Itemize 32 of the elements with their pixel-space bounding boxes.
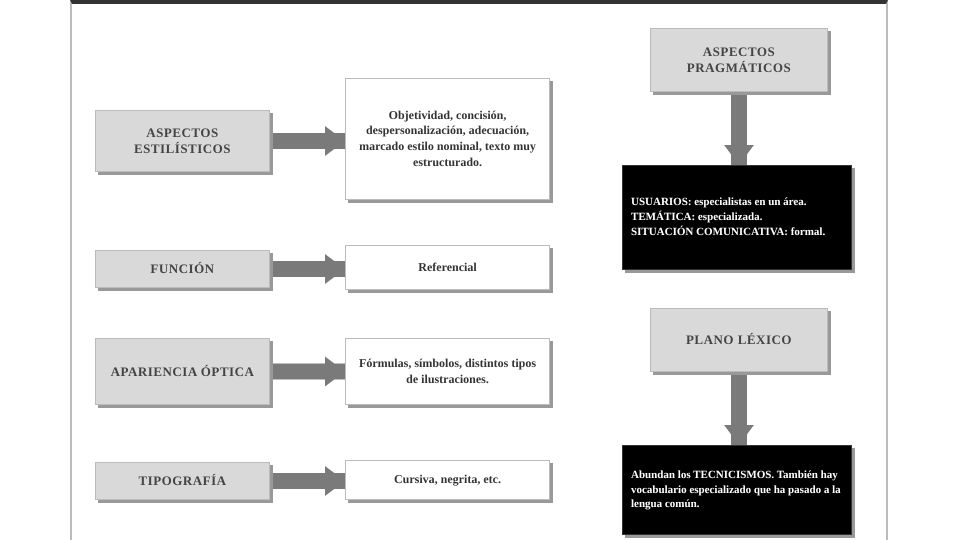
description-box — [345, 460, 550, 500]
detail-box — [622, 445, 852, 535]
category-box — [95, 250, 270, 288]
category-box — [650, 28, 828, 92]
node-text: TIPOGRAFÍA — [138, 473, 227, 489]
node-text: PLANO LÉXICO — [686, 332, 792, 348]
block-arrow — [724, 372, 754, 445]
node-text: Referencial — [418, 260, 477, 276]
node-text: TEMÁTICA: especializada. — [631, 210, 762, 225]
node-text: SITUACIÓN COMUNICATIVA: formal. — [631, 224, 826, 240]
node-text: Objetividad, concisión, despersonalización, adecuación, marcado estilo nominal, texto muy estructurado. — [358, 108, 537, 170]
description-box — [345, 78, 550, 200]
block-arrow — [270, 254, 345, 284]
node-text: ASPECTOS PRAGMÁTICOS — [686, 44, 792, 76]
description-box — [345, 245, 550, 290]
description-box — [345, 338, 550, 405]
block-arrow — [724, 92, 754, 165]
category-box — [95, 110, 270, 172]
category-box — [650, 308, 828, 372]
detail-box — [622, 165, 852, 270]
node-text: Abundan los TECNICISMOS. También hay vocabulario especializado que ha pasado a la lengua común. — [631, 468, 842, 512]
category-box — [95, 338, 270, 405]
block-arrow — [270, 466, 345, 496]
node-text: ASPECTOS ESTILÍSTICOS — [132, 125, 232, 157]
node-text: FUNCIÓN — [150, 261, 215, 277]
category-box — [95, 462, 270, 500]
node-text: APARIENCIA ÓPTICA — [110, 364, 254, 380]
node-text: Cursiva, negrita, etc. — [394, 472, 501, 488]
node-text: USUARIOS: especialistas en un área. — [631, 195, 807, 210]
block-arrow — [270, 126, 345, 156]
block-arrow — [270, 356, 345, 386]
node-text: Fórmulas, símbolos, distintos tipos de ilustraciones. — [358, 356, 538, 388]
